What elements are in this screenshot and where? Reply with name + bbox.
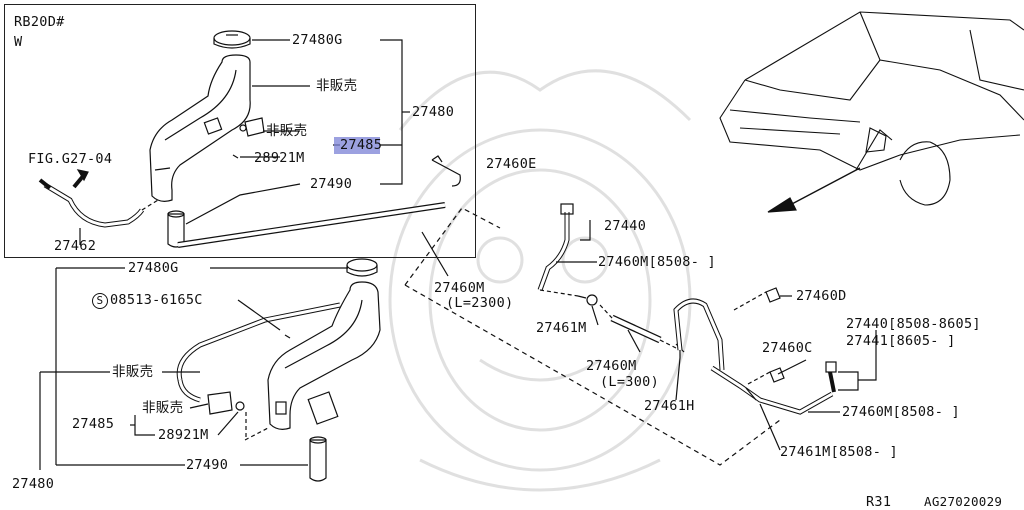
hose-left-loop: [176, 302, 341, 403]
callout-27460m-300[interactable]: 27460M: [586, 358, 637, 374]
callout-27440-b[interactable]: 27440[8508-8605]: [846, 316, 981, 332]
callout-len-2300: (L=2300): [446, 295, 514, 311]
callout-27462[interactable]: 27462: [54, 238, 97, 254]
vehicle-outline: [719, 11, 1024, 206]
joint-27461m: [577, 294, 598, 306]
screw-symbol: S: [92, 293, 108, 309]
callout-not-for-sale-3: 非販売: [112, 364, 154, 380]
callout-27460c[interactable]: 27460C: [762, 340, 813, 356]
callout-27461h[interactable]: 27461H: [644, 398, 695, 414]
variant-label: W: [14, 34, 23, 50]
callout-not-for-sale-1: 非販売: [316, 78, 358, 94]
callout-27441[interactable]: 27441[8605- ]: [846, 333, 956, 349]
tank-cap-top: [213, 30, 251, 49]
callout-27485-top[interactable]: 27485: [340, 137, 383, 153]
hose-right-loop: [673, 298, 834, 415]
joint-27461m-b: [745, 387, 757, 401]
callout-27485[interactable]: 27485: [72, 416, 115, 432]
callout-27460e[interactable]: 27460E: [486, 156, 537, 172]
callout-27460m-2300[interactable]: 27460M: [434, 280, 485, 296]
washer-tank-top: [149, 54, 251, 202]
callout-28921m[interactable]: 28921M: [158, 427, 209, 443]
callout-27480g-top[interactable]: 27480G: [292, 32, 343, 48]
callout-27490-top[interactable]: 27490: [310, 176, 353, 192]
hose-27440-upper: [537, 203, 574, 291]
tank-cap-main: [346, 258, 378, 277]
callout-27460d[interactable]: 27460D: [796, 288, 847, 304]
callout-not-for-sale-4: 非販売: [142, 400, 184, 416]
footer-model: R31: [866, 494, 892, 510]
callout-27460m-a[interactable]: 27460M[8508- ]: [598, 254, 716, 270]
direction-arrow: [767, 167, 861, 213]
callout-27440[interactable]: 27440: [604, 218, 647, 234]
nozzle-27440-right: [825, 361, 837, 393]
engine-label: RB20D#: [14, 14, 65, 30]
callout-not-for-sale-2: 非販売: [266, 123, 308, 139]
callout-27480g[interactable]: 27480G: [128, 260, 179, 276]
callout-27461m[interactable]: 27461M: [536, 320, 587, 336]
washer-tank-main: [267, 281, 381, 430]
filler-neck-main: [309, 436, 327, 482]
hose-27462: [38, 178, 145, 228]
callout-fig-ref[interactable]: FIG.G27-04: [28, 151, 113, 167]
band-27460e: [431, 155, 461, 187]
callout-screw[interactable]: 08513-6165C: [110, 292, 203, 308]
hose-27460m-2300: [177, 202, 446, 248]
highlight-box: [334, 137, 380, 154]
callout-28921m-top[interactable]: 28921M: [254, 150, 305, 166]
clip-27460c: [769, 367, 785, 383]
callout-27490[interactable]: 27490: [186, 457, 229, 473]
grommet-top: [232, 154, 239, 159]
washer-pump-main: [207, 391, 245, 415]
callout-27480[interactable]: 27480: [12, 476, 55, 492]
hose-27460m-300: [610, 314, 662, 344]
clip-27460d: [765, 287, 781, 303]
screw-fastener: [284, 334, 291, 339]
callout-27480-top[interactable]: 27480: [412, 104, 455, 120]
washer-pump-top: [239, 117, 265, 137]
callout-len-300: (L=300): [600, 374, 659, 390]
callout-27461m-b[interactable]: 27461M[8508- ]: [780, 444, 898, 460]
inset-frame: [4, 4, 476, 258]
callout-27460m-b[interactable]: 27460M[8508- ]: [842, 404, 960, 420]
footer-code: AG27020029: [924, 494, 1003, 509]
